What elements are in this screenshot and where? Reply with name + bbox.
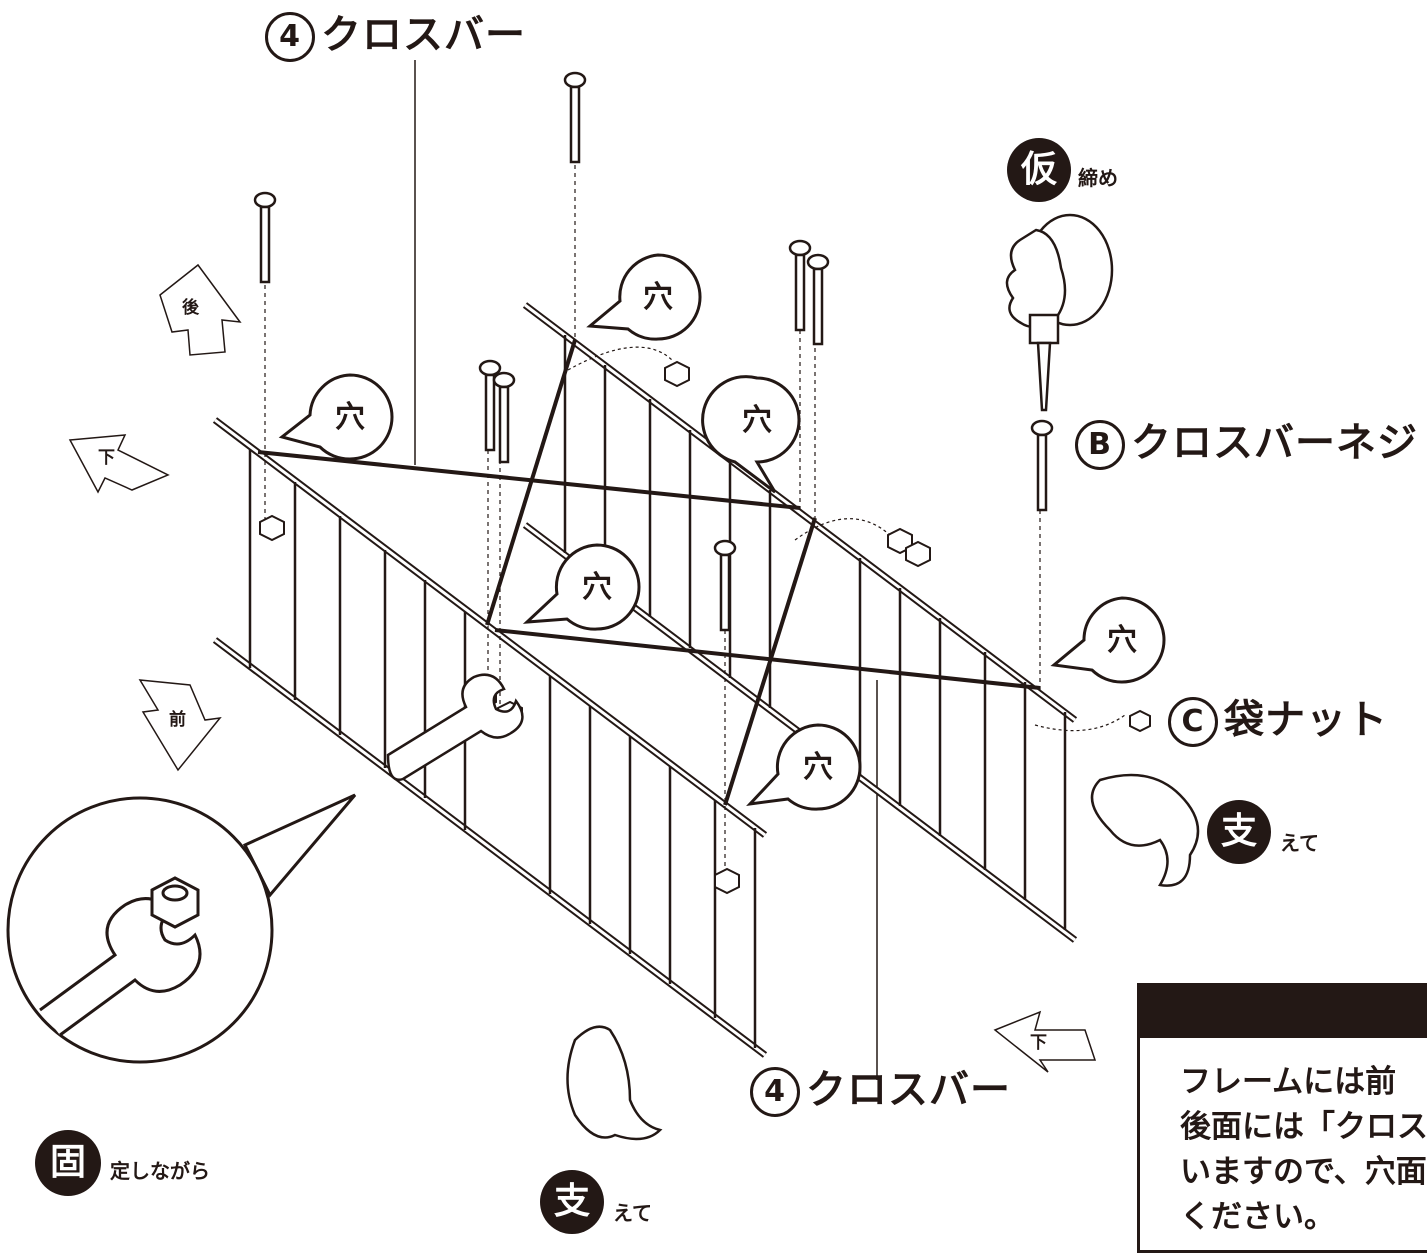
- hole-label: 穴: [643, 280, 673, 315]
- screw-label-text: クロスバーネジ: [1131, 420, 1418, 466]
- wrench: [386, 673, 524, 781]
- arrow-front-label: 前: [169, 710, 186, 730]
- note-line: フレームには前: [1180, 1064, 1397, 1100]
- cross-bars: [257, 339, 1041, 806]
- arrow-down-right-label: 下: [1030, 1033, 1047, 1053]
- support-badge: 支: [1207, 800, 1271, 864]
- support-hand-right: [1090, 773, 1200, 887]
- hole-bubbles: [278, 253, 1166, 811]
- crossbar-label-text: クロスバー: [321, 12, 526, 58]
- hole-label: 穴: [742, 403, 772, 438]
- note-box: フレームには前 後面には「クロス いますので、穴面 ください。: [1137, 983, 1427, 1253]
- support-badge-bottom: 支: [540, 1170, 604, 1234]
- nut-label-text: 袋ナット: [1224, 697, 1388, 743]
- part-number-badge: 4: [265, 12, 315, 62]
- fix-badge: 固: [35, 1130, 101, 1196]
- note-line: 後面には「クロス: [1180, 1109, 1427, 1145]
- note-line: ください。: [1180, 1199, 1335, 1235]
- screw-group: [253, 71, 1054, 632]
- front-left-panel: [212, 417, 768, 1058]
- part-letter-badge: C: [1168, 697, 1218, 747]
- temp-tighten-badge: 仮: [1007, 138, 1071, 202]
- part-letter-badge: B: [1075, 420, 1125, 470]
- support-hand-bottom: [566, 1025, 663, 1141]
- fix-text: 定しながら: [110, 1159, 210, 1183]
- screwdriver-hand: [1005, 213, 1114, 412]
- support-text: えて: [1280, 831, 1319, 855]
- note-header: [1140, 986, 1427, 1038]
- hole-label: 穴: [335, 400, 365, 435]
- crossbar-label-text: クロスバー: [806, 1067, 1011, 1113]
- hole-label: 穴: [803, 750, 833, 785]
- note-line: いますので、穴面: [1180, 1154, 1427, 1190]
- support-text-bottom: えて: [613, 1201, 652, 1225]
- arrow-back-label: 後: [182, 298, 199, 318]
- detail-magnifier: [6, 793, 357, 1064]
- direction-arrows: [68, 263, 1097, 1073]
- temp-tighten-text: 締め: [1078, 166, 1118, 190]
- hole-label: 穴: [1107, 623, 1137, 658]
- hole-label: 穴: [582, 570, 612, 605]
- part-number-badge: 4: [750, 1067, 800, 1117]
- arrow-down-left-label: 下: [98, 448, 115, 468]
